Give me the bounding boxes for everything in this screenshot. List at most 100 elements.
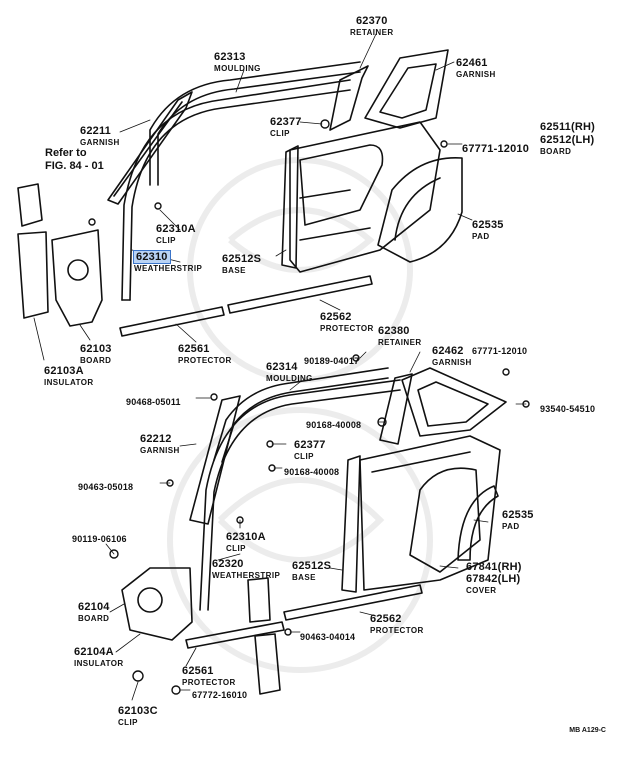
small-fasteners — [88, 119, 530, 695]
part-number: 62380 — [378, 325, 410, 337]
part-number: 62103 — [80, 343, 112, 355]
label-67771-12010[interactable]: 67771-12010 — [462, 140, 529, 156]
part-name: MOULDING — [214, 64, 261, 73]
garnish-62461-drawing — [364, 49, 449, 129]
part-number: 62211 — [80, 125, 111, 137]
refer-note-line1: Refer to — [45, 147, 87, 159]
label-62512s[interactable]: 62512S BASE — [222, 250, 261, 275]
label-62535[interactable]: 62535 PAD — [472, 216, 504, 241]
label-62561-lower[interactable]: 62561 PROTECTOR — [182, 662, 236, 687]
protector-62561-lower-drawing — [185, 621, 285, 649]
part-name: GARNISH — [140, 446, 180, 455]
label-62320[interactable]: 62320 WEATHERSTRIP — [212, 555, 280, 580]
label-67771-12010-lower[interactable]: 67771-12010 — [472, 342, 527, 358]
label-93540-54510[interactable]: 93540-54510 — [540, 400, 595, 416]
part-number: 67771-12010 — [472, 346, 528, 356]
part-name: CLIP — [156, 236, 176, 245]
part-number: 62535 — [472, 219, 504, 231]
board-lower-drawing — [359, 435, 501, 591]
label-67842[interactable]: 67842(LH) COVER — [466, 570, 520, 595]
weatherstrip-62320-drawing — [199, 379, 401, 611]
part-number-highlighted: 62310 — [133, 250, 171, 264]
label-62461[interactable]: 62461 GARNISH — [456, 54, 496, 79]
part-number: 62377 — [270, 116, 302, 128]
label-90189-04017[interactable]: 90189-04017 — [304, 352, 359, 368]
part-name: INSULATOR — [44, 378, 94, 387]
pad-62535-drawing — [377, 156, 463, 263]
label-90463-04014[interactable]: 90463-04014 — [300, 628, 355, 644]
board-62104-drawing — [121, 567, 193, 641]
part-number: 90468-05011 — [126, 397, 181, 407]
part-number: 62561 — [178, 343, 210, 355]
part-number: 90463-04014 — [300, 632, 356, 642]
label-62313[interactable]: 62313 MOULDING — [214, 48, 261, 73]
label-62310a-lower[interactable]: 62310A CLIP — [226, 528, 266, 553]
part-number: 62310A — [226, 531, 266, 543]
part-number: 62104 — [78, 601, 110, 613]
label-62103[interactable]: 62103 BOARD — [80, 340, 112, 365]
label-62310a[interactable]: 62310A CLIP — [156, 220, 196, 245]
part-name: CLIP — [118, 718, 138, 727]
label-62511[interactable]: 62511(RH) — [540, 118, 595, 134]
garnish-62212-drawing — [189, 395, 241, 525]
part-number: 62310A — [156, 223, 196, 235]
label-90119-06106[interactable]: 90119-06106 — [72, 530, 127, 546]
label-90463-05018[interactable]: 90463-05018 — [78, 478, 133, 494]
part-number: 62562 — [370, 613, 402, 625]
part-name: INSULATOR — [74, 659, 124, 668]
protector-62562-lower-drawing — [283, 584, 423, 621]
label-67772-16010[interactable]: 67772-16010 — [192, 686, 247, 702]
part-number: 62512(LH) — [540, 134, 595, 146]
part-number: 62512S — [222, 253, 262, 265]
label-62104a[interactable]: 62104A INSULATOR — [74, 643, 124, 668]
insulator-62104a-drawing — [247, 577, 281, 695]
part-number: 62561 — [182, 665, 214, 677]
part-number: 62462 — [432, 345, 464, 357]
part-name: CLIP — [270, 129, 290, 138]
label-62512[interactable]: 62512(LH) BOARD — [540, 131, 594, 156]
part-name: BOARD — [78, 614, 110, 623]
part-name: BOARD — [540, 147, 572, 156]
part-name: WEATHERSTRIP — [134, 264, 203, 273]
label-62535-lower[interactable]: 62535 PAD — [502, 506, 534, 531]
label-62212[interactable]: 62212 GARNISH — [140, 430, 180, 455]
part-number: 62511(RH) — [540, 121, 595, 133]
part-name: CLIP — [226, 544, 246, 553]
refer-note-line2: FIG. 84 - 01 — [45, 160, 104, 172]
label-62380[interactable]: 62380 RETAINER — [378, 322, 422, 347]
label-62462[interactable]: 62462 GARNISH — [432, 342, 472, 367]
part-number: 90168-40008 — [306, 420, 362, 430]
base-62512s-lower-drawing — [341, 455, 361, 593]
label-62562[interactable]: 62562 PROTECTOR — [320, 308, 374, 333]
label-90468-05011[interactable]: 90468-05011 — [126, 393, 181, 409]
label-90168-40008-b[interactable]: 90168-40008 — [284, 463, 339, 479]
part-number: 62320 — [212, 558, 244, 570]
label-62562-lower[interactable]: 62562 PROTECTOR — [370, 610, 424, 635]
part-name: RETAINER — [350, 28, 394, 37]
part-number: 67841(RH) — [466, 561, 522, 573]
label-62310[interactable]: 62310 WEATHERSTRIP — [133, 248, 203, 273]
label-62103a[interactable]: 62103A INSULATOR — [44, 362, 94, 387]
label-90168-40008-a[interactable]: 90168-40008 — [306, 416, 361, 432]
label-62377-lower[interactable]: 62377 CLIP — [294, 436, 326, 461]
part-number: 62377 — [294, 439, 326, 451]
board-62511-drawing — [289, 121, 441, 273]
part-name: PAD — [472, 232, 490, 241]
part-name: GARNISH — [456, 70, 496, 79]
part-name: PROTECTOR — [320, 324, 374, 333]
label-62211[interactable]: 62211 GARNISH — [80, 122, 120, 147]
label-62561[interactable]: 62561 PROTECTOR — [178, 340, 232, 365]
label-62103c[interactable]: 62103C CLIP — [118, 702, 158, 727]
part-number: 62461 — [456, 57, 488, 69]
label-67841[interactable]: 67841(RH) — [466, 558, 522, 574]
label-62314[interactable]: 62314 MOULDING — [266, 358, 313, 383]
label-62104[interactable]: 62104 BOARD — [78, 598, 110, 623]
label-62370[interactable]: 62370 RETAINER — [350, 12, 394, 37]
label-62377[interactable]: 62377 CLIP — [270, 113, 302, 138]
cover-67841-drawing — [409, 467, 481, 573]
part-name: PAD — [502, 522, 520, 531]
label-62512s-lower[interactable]: 62512S BASE — [292, 557, 331, 582]
part-number: 67842(LH) — [466, 573, 521, 585]
retainer-62380-drawing — [379, 373, 413, 445]
